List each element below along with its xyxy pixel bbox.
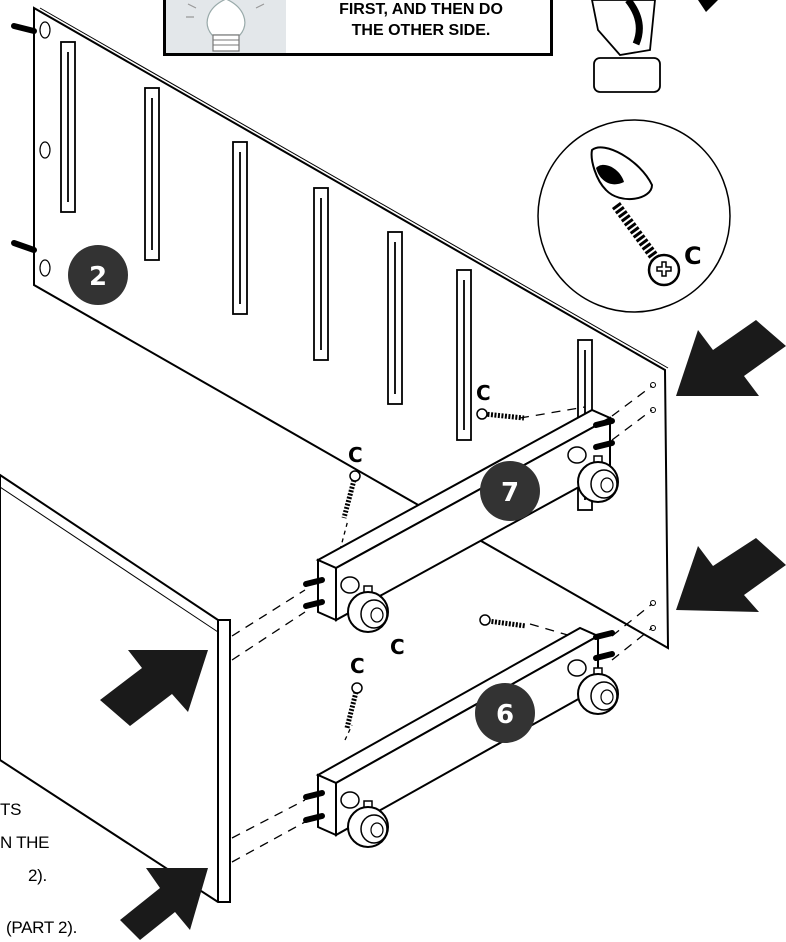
arrow-icon [120, 868, 208, 940]
tip-line-1: FIRST, AND THEN DO [339, 1, 503, 18]
instruction-line-4: (PART 2). [6, 918, 77, 937]
screw-middle [479, 614, 527, 629]
screw-inset-icon [537, 119, 731, 313]
tip-text: FIRST, AND THEN DO THE OTHER SIDE. [296, 0, 546, 41]
instruction-line-3: 2). [28, 866, 47, 885]
tip-line-2: THE OTHER SIDE. [351, 22, 491, 39]
fastener-label-c: C [684, 242, 702, 270]
screw-upper-left [341, 470, 361, 519]
screw-lower-left [344, 682, 363, 729]
alignment-lines [231, 385, 653, 863]
fastener-label-c: C [476, 381, 491, 405]
svg-text:6: 6 [496, 700, 514, 730]
base-rail-7 [306, 408, 612, 622]
screw-upper-right [476, 408, 525, 421]
instruction-line-1: TS [0, 800, 22, 819]
fastener-label-c: C [348, 443, 363, 467]
screwdriver-icon [591, 0, 718, 93]
side-panel [0, 473, 231, 903]
tip-shade [166, 0, 286, 53]
svg-text:2: 2 [89, 262, 107, 292]
instruction-line-2: N THE [0, 833, 50, 852]
svg-text:7: 7 [501, 478, 519, 508]
arrow-icon [100, 650, 208, 726]
fastener-label-c: C [390, 635, 405, 659]
lightbulb-icon [186, 0, 265, 52]
step-badge-2: 2 [68, 245, 128, 305]
base-rail-6 [306, 626, 612, 837]
arrow-icon [676, 538, 786, 612]
tip-box: FIRST, AND THEN DO THE OTHER SIDE. [163, 0, 553, 56]
step-badge-7: 7 [480, 461, 540, 521]
fastener-label-c: C [350, 654, 365, 678]
step-badge-6: 6 [475, 683, 535, 743]
arrow-icon [676, 320, 786, 396]
